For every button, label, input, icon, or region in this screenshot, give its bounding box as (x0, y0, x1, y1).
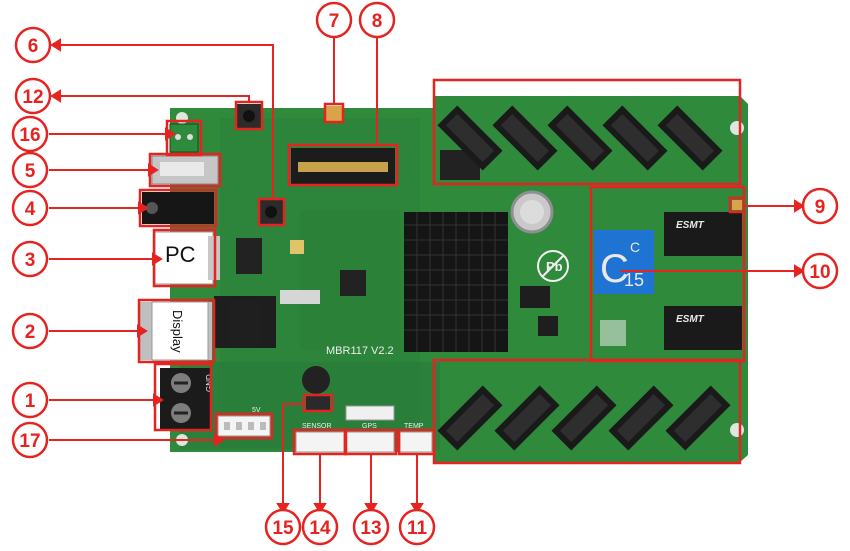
ic-chip (520, 286, 550, 308)
svg-text:17: 17 (19, 431, 40, 452)
svg-text:13: 13 (360, 518, 381, 539)
svg-text:6: 6 (28, 36, 39, 57)
fpga-pad (600, 320, 626, 346)
led-15-part (306, 396, 330, 410)
svg-text:14: 14 (309, 518, 331, 539)
fpga-number: 15 (624, 270, 644, 290)
callout-12: 12 (14, 77, 52, 115)
small-terminal (169, 123, 199, 153)
callout-9: 9 (801, 187, 839, 225)
coin-battery (510, 190, 554, 234)
ram-bottom-label: ESMT (676, 314, 705, 325)
svg-text:8: 8 (372, 11, 383, 32)
box-8 (287, 143, 399, 187)
box-15 (302, 393, 334, 413)
audio-jack (142, 192, 214, 224)
svg-text:5: 5 (25, 161, 36, 182)
box-6 (257, 197, 286, 227)
extra-header (345, 405, 395, 421)
temp-label: TEMP (404, 423, 424, 430)
svg-text:16: 16 (19, 125, 40, 146)
hub-connectors-top (437, 105, 723, 171)
run-led-part (732, 200, 742, 210)
ram-top-label: ESMT (676, 220, 705, 231)
test-button-part (237, 104, 261, 128)
misc-components (228, 150, 480, 394)
svg-text:Pb: Pb (546, 259, 563, 274)
leader-lines (49, 26, 805, 514)
heatsink (404, 212, 508, 352)
header-5v: 5V (217, 407, 271, 437)
callout-2: 2 (11, 312, 49, 350)
ram-chip-top: ESMT (664, 212, 742, 256)
callout-5: 5 (11, 151, 49, 189)
callout-11: 11 (398, 508, 436, 546)
svg-text:1: 1 (25, 391, 36, 412)
ic-chip-small (538, 316, 558, 336)
callout-15: 15 (264, 508, 302, 546)
box-hub-top (432, 78, 742, 186)
svg-text:10: 10 (809, 262, 830, 283)
hub-connectors-bottom (437, 385, 731, 451)
svg-text:11: 11 (407, 518, 428, 539)
power-terminal: GND (160, 368, 214, 430)
svg-text:2: 2 (25, 322, 36, 343)
callout-1: 1 (11, 381, 49, 419)
callout-16: 16 (11, 115, 49, 153)
box-7 (323, 102, 345, 124)
box-hub-bottom (432, 358, 742, 465)
box-17 (214, 412, 274, 440)
callout-13: 13 (352, 508, 390, 546)
m2-slot (291, 148, 395, 184)
callouts: 1 2 3 4 5 6 7 8 9 10 11 12 13 14 15 16 1… (11, 1, 839, 546)
callout-4: 4 (11, 189, 49, 227)
callout-17: 17 (11, 421, 49, 459)
highlight-boxes (137, 78, 746, 465)
ram-chip-bottom: ESMT (664, 306, 742, 350)
callout-14: 14 (301, 508, 339, 546)
pc-port: PC (154, 231, 220, 285)
5v-label: 5V (252, 407, 261, 414)
svg-text:4: 4 (25, 199, 36, 220)
callout-10: 10 (801, 252, 839, 290)
svg-text:12: 12 (22, 87, 43, 108)
gps-label: GPS (362, 423, 377, 430)
callout-6: 6 (14, 26, 52, 64)
rohs-mark: Pb (537, 250, 569, 282)
sensor-label: SENSOR (302, 423, 332, 430)
svg-text:9: 9 (815, 197, 826, 218)
fpga-letter: C (600, 247, 629, 291)
callout-7: 7 (315, 1, 353, 39)
svg-text:3: 3 (25, 250, 36, 271)
usb-port (151, 155, 219, 185)
box-14 (292, 428, 348, 456)
fpga-small-letter: C (630, 239, 640, 255)
display-label: Display (170, 310, 185, 353)
status-led-part (326, 106, 342, 122)
callout-8: 8 (358, 1, 396, 39)
fpga-chip: C C 15 (594, 230, 654, 294)
reset-button-part (259, 200, 283, 224)
box-12 (234, 100, 264, 131)
model-label: MBR117 V2.2 (326, 345, 394, 357)
gnd-label: GND (205, 374, 214, 392)
svg-text:15: 15 (272, 518, 294, 539)
callout-3: 3 (11, 240, 49, 278)
pc-label: PC (165, 242, 196, 267)
svg-text:7: 7 (329, 11, 340, 32)
